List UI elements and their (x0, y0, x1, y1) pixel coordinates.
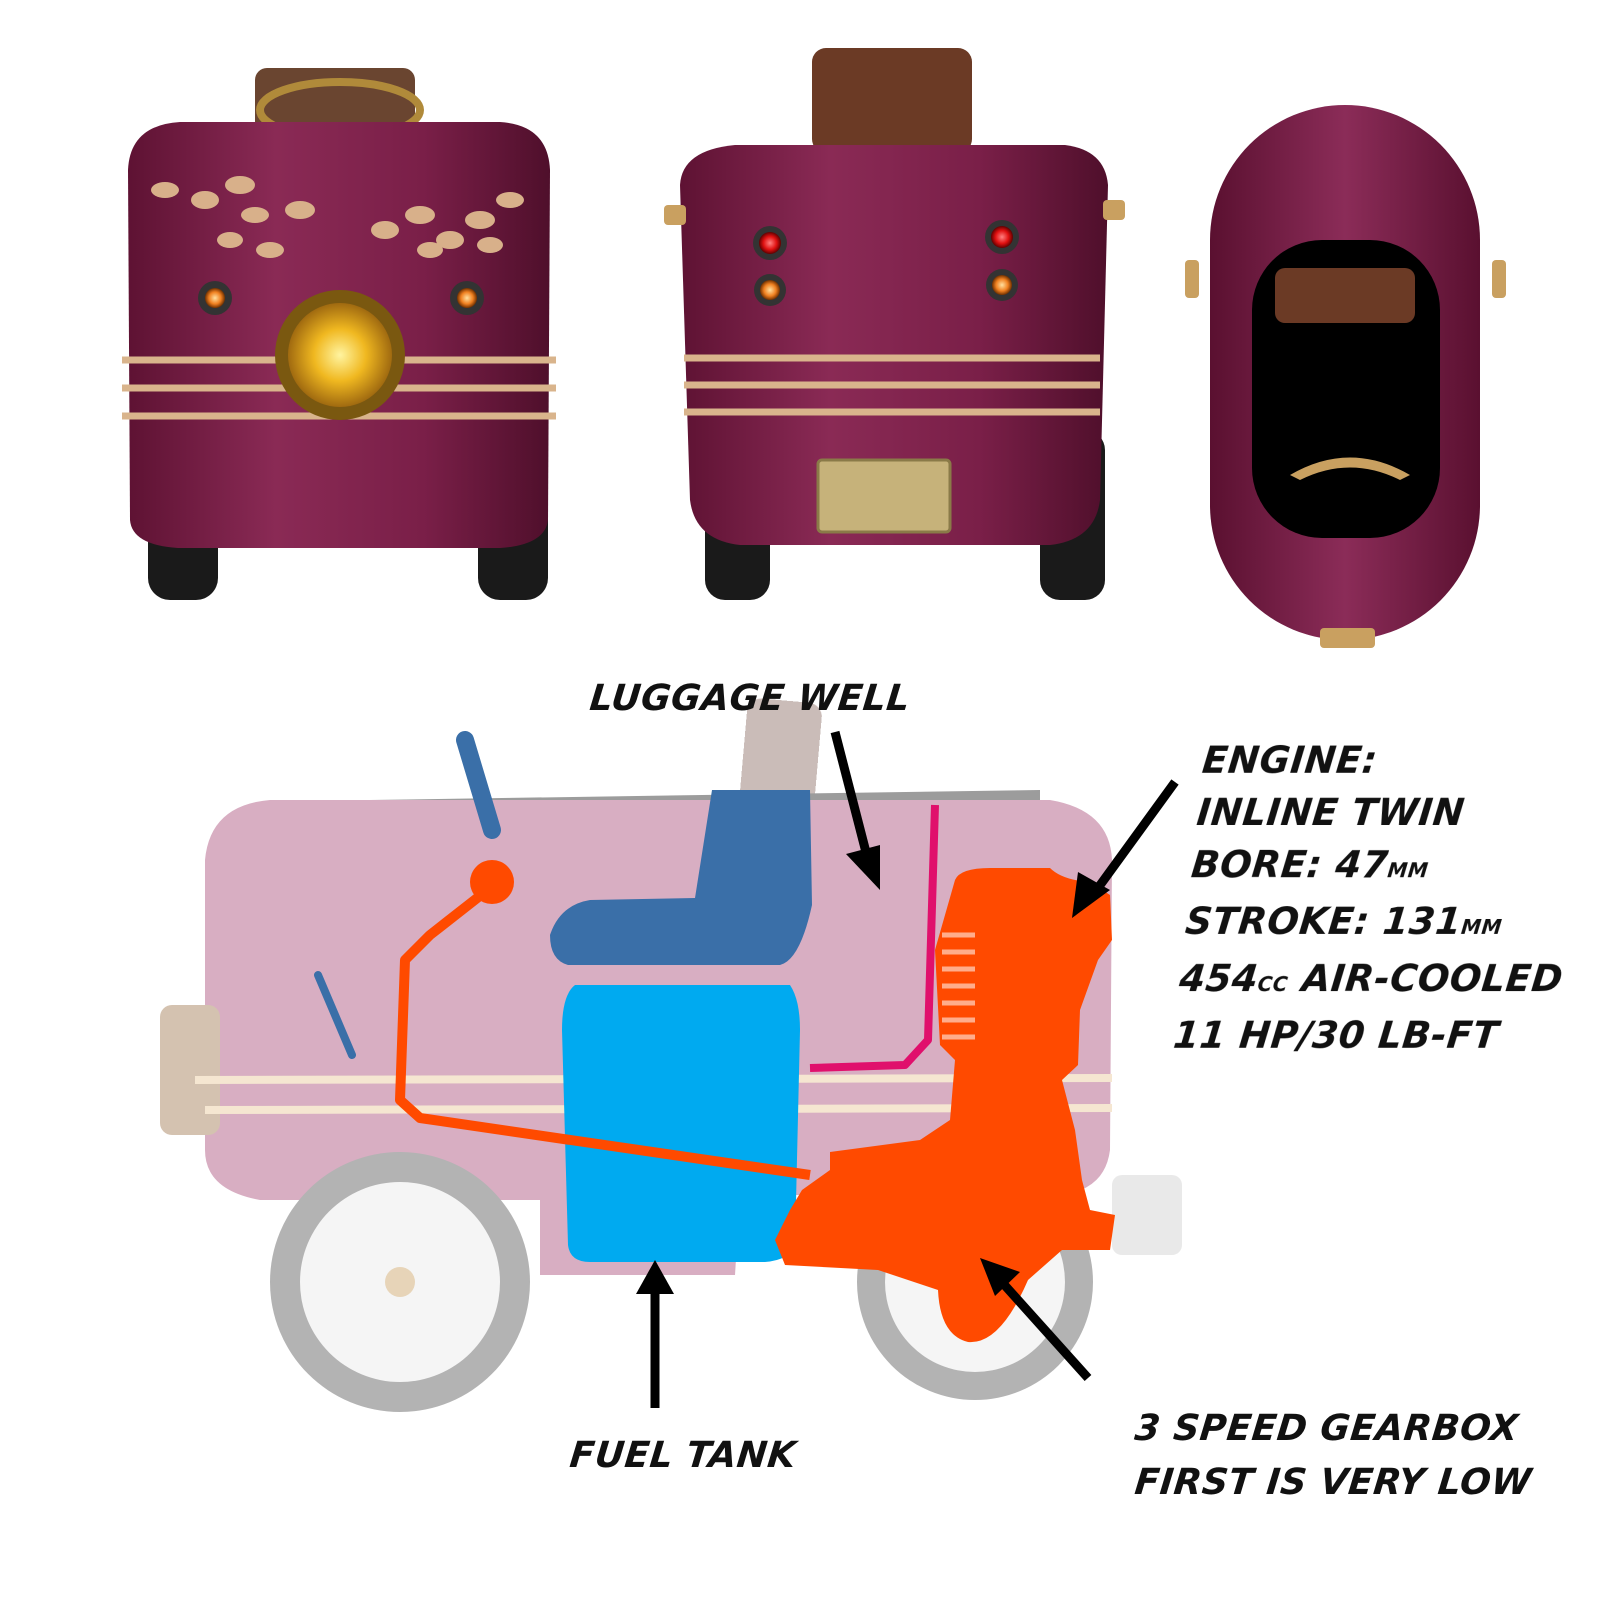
side-cutaway (160, 698, 1182, 1412)
gearbox-label-line2: FIRST IS VERY LOW (1132, 1462, 1534, 1503)
license-plate (816, 458, 952, 534)
engine-spec-type: INLINE TWIN (1194, 791, 1467, 834)
fuel-tank-label: FUEL TANK (567, 1435, 799, 1476)
top-seat (1275, 268, 1415, 323)
engine-spec-title: ENGINE: (1200, 739, 1380, 782)
seat (550, 790, 812, 965)
engine-spec-output: 11 HP/30 LB-FT (1171, 1014, 1501, 1057)
gearbox-arrow (996, 1276, 1092, 1382)
tail-light-right (991, 226, 1013, 248)
rear-brass-bands (684, 354, 1100, 416)
rear-indicator-right (992, 275, 1012, 295)
luggage-well-arrow (830, 730, 873, 862)
rear-indicator-left (760, 280, 780, 300)
steering-column (456, 731, 501, 839)
engine-gearbox-block (775, 868, 1115, 1343)
top-headlamp (1320, 628, 1375, 648)
leaf-decoration (151, 176, 524, 258)
luggage-well-label: LUGGAGE WELL (587, 678, 913, 719)
gearbox-label-line1: 3 SPEED GEARBOX (1132, 1408, 1521, 1449)
gear-linkage (395, 884, 811, 1180)
engine-spec-block: ENGINE: INLINE TWIN BORE: 47MM STROKE: 1… (1171, 735, 1589, 1062)
left-handle (664, 205, 686, 225)
top-right-handle (1492, 260, 1506, 298)
gear-knob (470, 860, 514, 904)
headlamp (288, 303, 392, 407)
engine-arrow (1094, 779, 1179, 891)
top-left-handle (1185, 260, 1199, 298)
tail-light-left (759, 232, 781, 254)
fuel-tank (562, 985, 800, 1262)
annotation-arrows (636, 730, 1179, 1408)
right-handle (1103, 200, 1125, 220)
steering-linkage (314, 971, 356, 1059)
engine-spec-stroke: STROKE: 131MM (1183, 900, 1504, 943)
engine-cooling-fins (942, 932, 975, 1040)
rear-view (664, 48, 1125, 600)
fuel-line (809, 804, 939, 1072)
front-left-indicator (205, 288, 225, 308)
top-steering-wheel (1290, 457, 1410, 480)
engine-spec-displacement: 454CC AIR-COOLED (1177, 957, 1566, 1000)
front-right-indicator (457, 288, 477, 308)
rear-seat (812, 48, 972, 153)
front-view (122, 68, 556, 600)
engine-spec-bore: BORE: 47MM (1189, 843, 1430, 886)
top-view (1185, 105, 1506, 648)
